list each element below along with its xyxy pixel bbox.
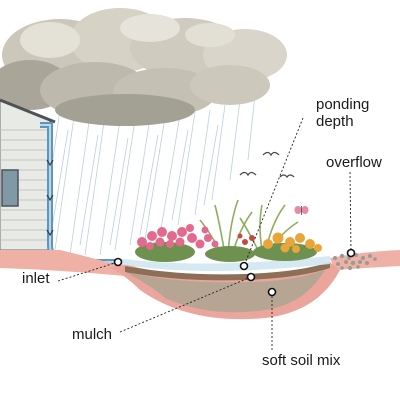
birds bbox=[239, 151, 295, 179]
label-soft-soil-mix: soft soil mix bbox=[262, 352, 341, 369]
downspout bbox=[40, 122, 118, 266]
callout-line-inlet bbox=[57, 261, 119, 282]
ground bbox=[0, 250, 400, 276]
house bbox=[0, 98, 56, 251]
callout-line-overflow bbox=[349, 171, 352, 254]
callouts bbox=[57, 117, 356, 350]
label-ponding-depth-line2: depth bbox=[316, 113, 354, 130]
plants bbox=[135, 199, 322, 262]
label-overflow: overflow bbox=[326, 154, 382, 171]
label-inlet: inlet bbox=[22, 270, 50, 287]
label-mulch: mulch bbox=[72, 326, 113, 343]
red-flowers bbox=[237, 233, 255, 245]
marker-overflow bbox=[346, 248, 356, 258]
label-ponding-depth: ponding depth bbox=[316, 96, 369, 130]
marker-mulch bbox=[246, 272, 256, 282]
callout-line-ponding bbox=[243, 117, 304, 267]
pink-flowers bbox=[137, 224, 219, 250]
basin bbox=[110, 256, 340, 320]
yellow-flowers bbox=[263, 232, 322, 253]
rain bbox=[39, 94, 256, 256]
storm-cloud bbox=[0, 8, 287, 126]
marker-inlet bbox=[113, 257, 123, 267]
marker-soil bbox=[267, 287, 277, 297]
marker-ponding bbox=[239, 261, 249, 271]
overflow-gravel bbox=[333, 253, 377, 270]
window bbox=[1, 169, 19, 207]
butterfly-icon bbox=[294, 206, 309, 215]
label-ponding-depth-line1: ponding bbox=[316, 96, 370, 113]
